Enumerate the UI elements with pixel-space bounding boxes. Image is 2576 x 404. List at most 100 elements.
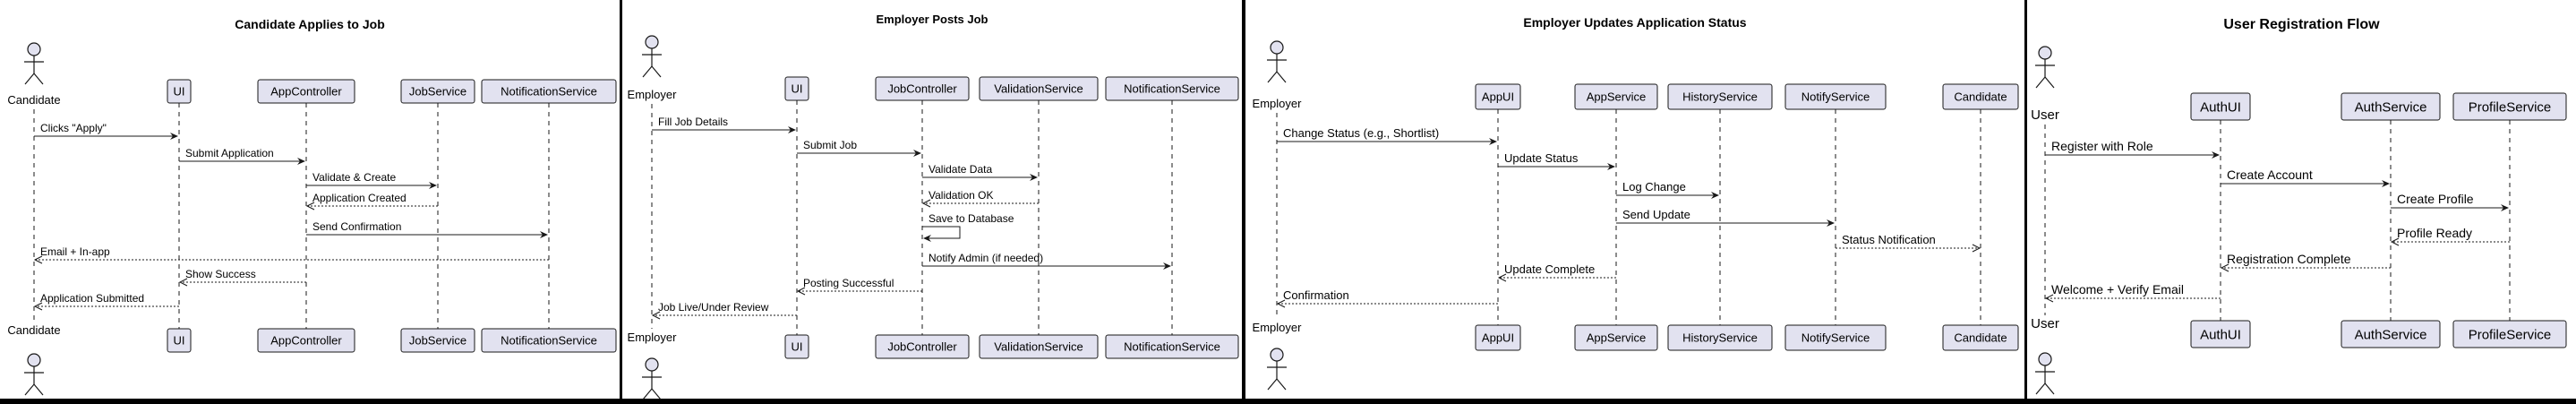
- participant-label: UI: [792, 82, 803, 96]
- participant-box-jobcontroller: [875, 334, 970, 359]
- participant-label: AuthService: [2355, 327, 2427, 342]
- participant-box-appcontroller: [257, 79, 355, 104]
- participant-label: JobService: [409, 85, 466, 99]
- participant-box-historyservice: [1667, 324, 1773, 351]
- actor-label: Employer: [628, 331, 678, 344]
- message-arrow: [2220, 263, 2391, 272]
- participant-box-candidate: [1942, 83, 2019, 110]
- message-arrow: [922, 226, 961, 242]
- message-arrow: [651, 311, 797, 320]
- message-arrow: [178, 278, 306, 287]
- message-arrow: [922, 262, 1171, 270]
- participant-label: UI: [792, 340, 803, 354]
- message-label: Send Confirmation: [312, 220, 401, 233]
- actor-label: Employer: [1253, 321, 1303, 334]
- participant-box-authui: [2190, 320, 2251, 348]
- message-arrow: [921, 199, 1039, 208]
- participant-label: ValidationService: [994, 340, 1083, 354]
- message-arrow: [2221, 180, 2390, 187]
- participant-label: NotifyService: [1801, 331, 1870, 345]
- participant-box-validationservice: [979, 76, 1099, 101]
- message-arrow: [2390, 237, 2510, 246]
- message-arrow: [33, 255, 549, 264]
- employer-actor-icon: [642, 35, 662, 78]
- message-label: Change Status (e.g., Shortlist): [1283, 126, 1439, 140]
- message-arrow: [1836, 244, 1981, 253]
- message-arrow: [2045, 151, 2220, 159]
- message-label: Update Complete: [1504, 262, 1595, 276]
- participant-label: ProfileService: [2469, 99, 2552, 115]
- message-label: Validate Data: [929, 163, 992, 176]
- participant-label: AppController: [270, 85, 342, 99]
- message-arrow: [796, 287, 922, 296]
- participant-label: AppController: [270, 334, 342, 348]
- message-label: Create Profile: [2397, 192, 2474, 206]
- participant-box-profileservice: [2452, 320, 2567, 348]
- candidate-actor-icon: [24, 353, 44, 396]
- message-arrow: [33, 302, 179, 311]
- actor-label: Candidate: [7, 93, 60, 107]
- diagram-title: Candidate Applies to Job: [235, 17, 385, 31]
- participant-box-candidate: [1942, 324, 2019, 351]
- participant-box-ui: [784, 334, 809, 359]
- participant-box-ui: [784, 76, 809, 101]
- message-label: Application Created: [312, 192, 407, 204]
- actor-label: User: [2031, 316, 2059, 331]
- participant-box-authui: [2190, 92, 2251, 121]
- message-label: Confirmation: [1283, 288, 1349, 302]
- participant-box-ui: [167, 328, 192, 353]
- message-arrow: [306, 182, 437, 189]
- participant-box-notifyservice: [1784, 83, 1887, 110]
- message-arrow: [652, 126, 796, 133]
- participant-box-appcontroller: [257, 328, 355, 353]
- participant-label: HistoryService: [1682, 331, 1758, 345]
- participant-box-appui: [1475, 83, 1521, 110]
- participant-label: NotificationService: [501, 334, 597, 348]
- message-arrow: [1497, 273, 1616, 282]
- message-label: Application Submitted: [40, 292, 144, 305]
- participant-label: NotificationService: [1124, 82, 1220, 96]
- message-arrow: [34, 133, 178, 140]
- sequence-diagram-2: Employer Posts JobEmployerEmployerUIUIJo…: [622, 0, 1242, 400]
- message-label: Notify Admin (if needed): [929, 252, 1043, 264]
- message-label: Fill Job Details: [658, 116, 728, 128]
- participant-label: NotificationService: [1124, 340, 1220, 354]
- employer-actor-icon: [1267, 40, 1287, 83]
- message-label: Registration Complete: [2227, 252, 2351, 266]
- actor-label: Candidate: [7, 323, 60, 337]
- message-label: Submit Application: [185, 147, 274, 159]
- participant-box-notificationservice: [1105, 76, 1239, 101]
- message-arrow: [1616, 192, 1719, 199]
- actor-label: Employer: [628, 88, 678, 101]
- message-label: Posting Successful: [803, 277, 894, 289]
- message-label: Submit Job: [803, 139, 857, 151]
- participant-box-notificationservice: [481, 79, 617, 104]
- participant-box-authservice: [2341, 92, 2441, 121]
- message-label: Send Update: [1622, 208, 1690, 221]
- participant-box-notifyservice: [1784, 324, 1887, 351]
- message-arrow: [2044, 294, 2221, 303]
- participant-label: NotifyService: [1801, 90, 1870, 104]
- message-label: Show Success: [185, 268, 256, 280]
- message-arrow: [1276, 299, 1498, 308]
- message-arrow: [1498, 163, 1615, 170]
- employer-actor-icon: [1267, 348, 1287, 391]
- participant-box-profileservice: [2452, 92, 2567, 121]
- participant-label: JobController: [887, 82, 957, 96]
- participant-label: NotificationService: [501, 85, 597, 99]
- sequence-diagram-3: Employer Updates Application StatusEmplo…: [1245, 0, 2024, 399]
- message-label: Create Account: [2227, 168, 2313, 182]
- diagram-title: Employer Updates Application Status: [1523, 15, 1746, 30]
- message-arrow: [306, 231, 548, 238]
- message-arrow: [2391, 204, 2509, 211]
- participant-label: AppService: [1587, 90, 1646, 104]
- participant-box-appservice: [1574, 324, 1658, 351]
- participant-box-appui: [1475, 324, 1521, 351]
- participant-box-ui: [167, 79, 192, 104]
- diagram-title: Employer Posts Job: [877, 13, 988, 26]
- participant-box-jobcontroller: [875, 76, 970, 101]
- employer-actor-icon: [642, 357, 662, 400]
- candidate-actor-icon: [24, 42, 44, 85]
- message-arrow: [179, 158, 305, 165]
